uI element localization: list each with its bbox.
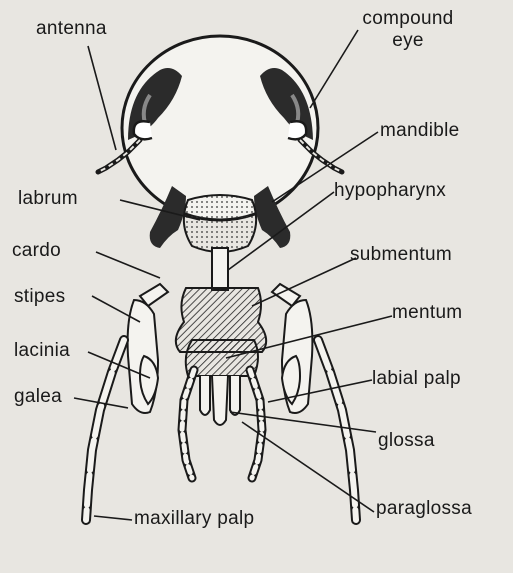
leader-submentum — [252, 258, 356, 306]
label-hypopharynx: hypopharynx — [334, 180, 446, 202]
label-stipes: stipes — [14, 286, 65, 308]
label-mentum: mentum — [392, 302, 462, 324]
label-compound-eye: compound eye — [362, 8, 454, 52]
label-labrum: labrum — [18, 188, 78, 210]
label-compound-eye-line1: compound — [362, 8, 454, 30]
leader-compound-eye — [310, 30, 358, 108]
leader-antenna — [88, 46, 116, 150]
labial-palp-left — [182, 370, 194, 478]
label-lacinia: lacinia — [14, 340, 70, 362]
label-submentum: submentum — [350, 244, 452, 266]
head-capsule — [122, 36, 318, 220]
label-cardo: cardo — [12, 240, 61, 262]
glossa — [212, 376, 228, 425]
label-glossa: glossa — [378, 430, 435, 452]
label-galea: galea — [14, 386, 62, 408]
label-mandible: mandible — [380, 120, 460, 142]
labial-palp-right — [250, 370, 262, 478]
label-labial-palp: labial palp — [372, 368, 461, 390]
hypopharynx — [212, 248, 228, 290]
label-paraglossa: paraglossa — [376, 498, 472, 520]
leader-cardo — [96, 252, 160, 278]
leader-maxillary-palp — [94, 516, 132, 520]
label-antenna: antenna — [36, 18, 107, 40]
maxilla-right — [272, 284, 356, 520]
label-maxillary-palp: maxillary palp — [134, 508, 254, 530]
label-compound-eye-line2: eye — [362, 30, 454, 52]
labrum — [184, 195, 256, 252]
